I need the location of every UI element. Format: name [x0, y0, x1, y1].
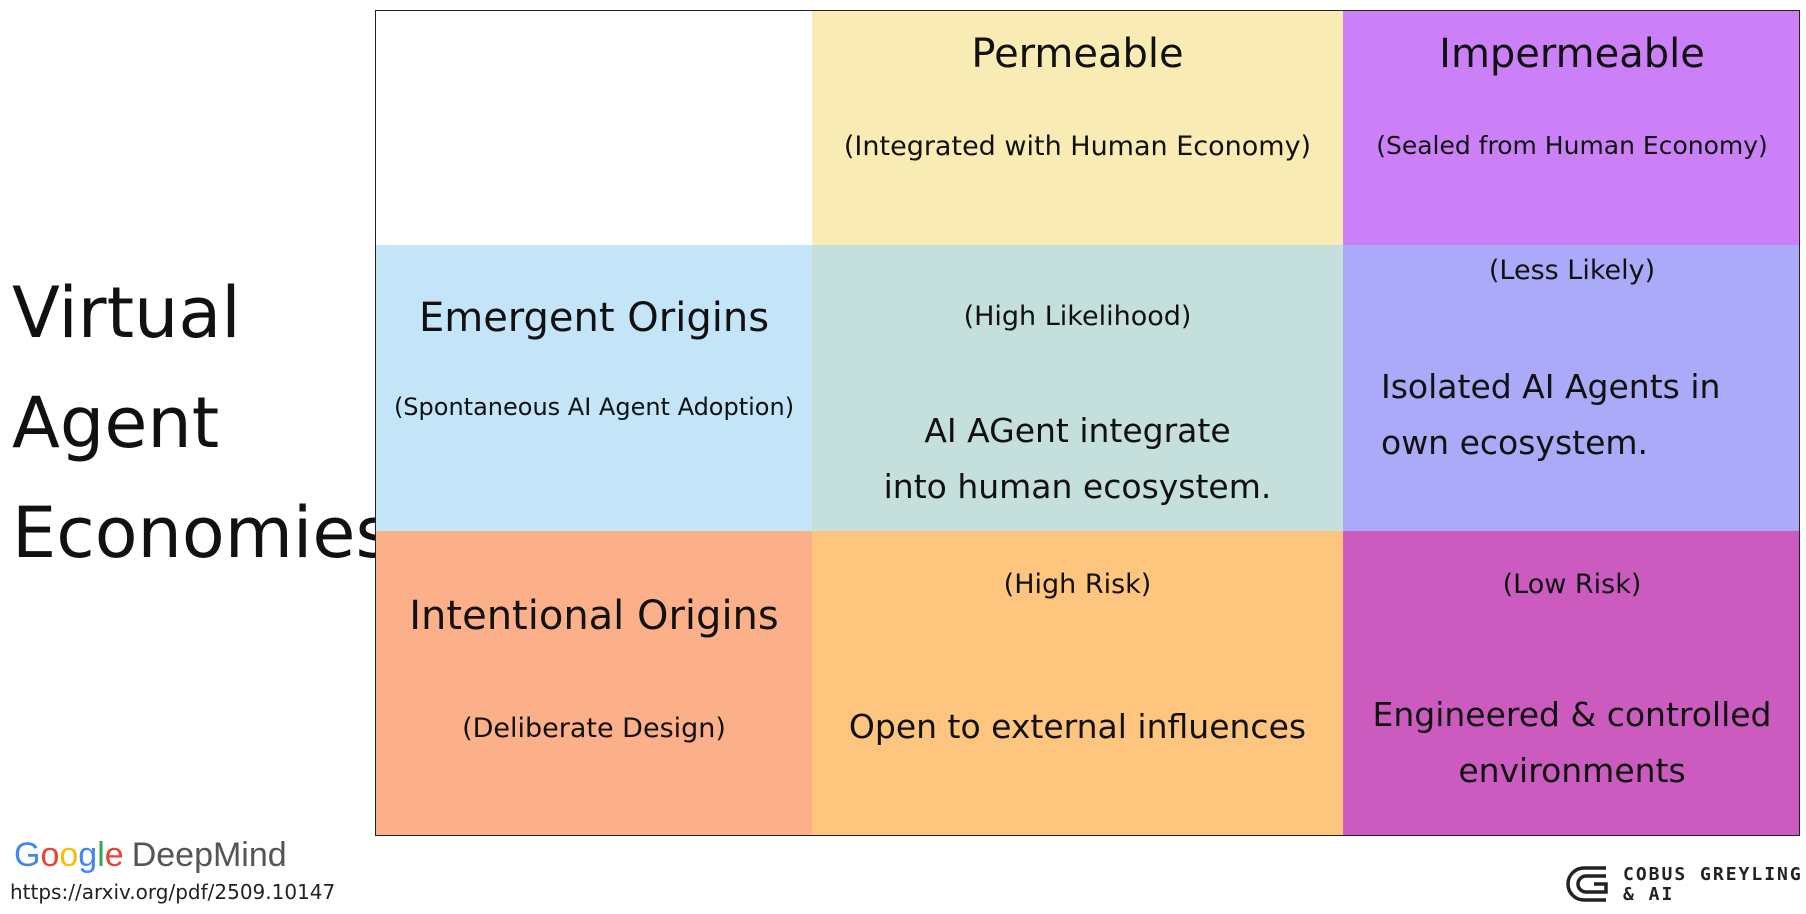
- cell-line-2: own ecosystem.: [1381, 423, 1649, 462]
- cell-intentional-impermeable: (Low Risk) Engineered & controlled envir…: [1343, 531, 1799, 835]
- cobus-greyling-brand: COBUS GREYLING & AI: [1566, 862, 1801, 906]
- column-subtitle: (Integrated with Human Economy): [843, 131, 1312, 162]
- row-header-emergent: Emergent Origins (Spontaneous AI Agent A…: [376, 245, 812, 531]
- row-title: Intentional Origins: [409, 593, 779, 639]
- source-url: https://arxiv.org/pdf/2509.10147: [10, 880, 336, 904]
- brand-line-1: COBUS GREYLING: [1623, 864, 1803, 885]
- corner-cell: [376, 11, 812, 245]
- column-header-impermeable: Impermeable (Sealed from Human Economy): [1343, 11, 1799, 245]
- column-title: Impermeable: [1439, 31, 1705, 77]
- row-subtitle: (Spontaneous AI Agent Adoption): [393, 393, 795, 421]
- row-subtitle: (Deliberate Design): [462, 713, 726, 744]
- title-line-1: Virtual: [12, 272, 241, 354]
- cell-tag: (Less Likely): [1488, 255, 1656, 286]
- cell-line-1: AI AGent integrate: [924, 411, 1231, 450]
- title-line-3: Economies: [12, 492, 392, 574]
- cell-line-1: Isolated AI Agents in: [1381, 367, 1721, 406]
- column-subtitle: (Sealed from Human Economy): [1376, 131, 1768, 160]
- google-wordmark: Google: [14, 836, 124, 874]
- deepmind-wordmark: DeepMind: [131, 836, 287, 874]
- row-title: Emergent Origins: [418, 295, 770, 341]
- cell-line-1: Open to external influences: [848, 707, 1307, 746]
- column-header-permeable: Permeable (Integrated with Human Economy…: [812, 11, 1343, 245]
- cell-emergent-permeable: (High Likelihood) AI AGent integrate int…: [812, 245, 1343, 531]
- matrix-grid: Permeable (Integrated with Human Economy…: [375, 10, 1800, 836]
- title-line-2: Agent: [12, 382, 220, 464]
- cell-tag: (Low Risk): [1502, 569, 1642, 600]
- cell-emergent-impermeable: (Less Likely) Isolated AI Agents in own …: [1343, 245, 1799, 531]
- cell-line-2: environments: [1458, 751, 1686, 790]
- diagram-title: Virtual Agent Economies: [12, 258, 392, 588]
- brand-line-2: & AI: [1623, 884, 1675, 905]
- cell-line-1: Engineered & controlled: [1372, 695, 1772, 734]
- cell-intentional-permeable: (High Risk) Open to external influences: [812, 531, 1343, 835]
- column-title: Permeable: [971, 31, 1184, 77]
- cell-tag: (High Likelihood): [963, 301, 1192, 332]
- brand-logo-icon: [1566, 866, 1608, 902]
- row-header-intentional: Intentional Origins (Deliberate Design): [376, 531, 812, 835]
- cell-line-2: into human ecosystem.: [883, 467, 1272, 506]
- cell-tag: (High Risk): [1003, 569, 1152, 600]
